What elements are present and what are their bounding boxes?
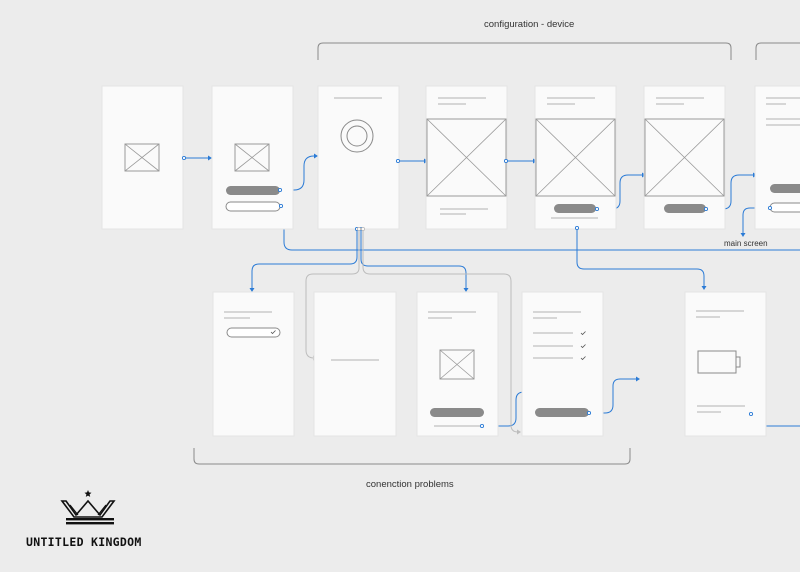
bracket-configuration bbox=[317, 42, 732, 60]
main-screen-label: main screen bbox=[724, 239, 768, 248]
screen-select-device bbox=[212, 291, 295, 437]
configuration-device-label: configuration - device bbox=[484, 19, 575, 30]
connection-problems-label: conenction problems bbox=[366, 479, 454, 490]
screen-splash bbox=[101, 85, 184, 230]
checkmark-icon bbox=[580, 331, 586, 336]
connector-s2-s3 bbox=[280, 155, 316, 191]
secondary-button bbox=[225, 201, 281, 212]
bracket-connection-problems bbox=[193, 448, 631, 465]
connector-s5-battery bbox=[576, 228, 705, 287]
connector-s6-s7 bbox=[706, 174, 754, 210]
crown-icon bbox=[60, 490, 116, 525]
alt-connectors bbox=[305, 230, 519, 433]
image-placeholder-icon bbox=[644, 118, 725, 197]
alt-connector-dots bbox=[356, 226, 366, 232]
connector-s3-checklist bbox=[362, 230, 519, 433]
image-placeholder-icon bbox=[426, 118, 507, 197]
image-placeholder-icon bbox=[439, 349, 475, 380]
primary-button bbox=[664, 204, 706, 213]
device-ring-icon bbox=[340, 119, 374, 153]
connector-s3-blank bbox=[305, 230, 360, 359]
checkmark-icon bbox=[270, 330, 276, 335]
bracket-next-section bbox=[755, 42, 800, 60]
connector-s3-image bbox=[360, 230, 467, 289]
screen-blank-message bbox=[313, 291, 397, 437]
image-placeholder-icon bbox=[234, 143, 270, 172]
connector-checklist-next bbox=[589, 378, 637, 414]
connector-s3-left bbox=[251, 230, 358, 289]
screen-config-step-3 bbox=[643, 85, 726, 230]
connector-s7-main-screen bbox=[742, 207, 770, 234]
image-placeholder-icon bbox=[535, 118, 616, 197]
connector-dots bbox=[181, 155, 773, 429]
screen-config-step-1 bbox=[425, 85, 508, 230]
screen-search-device bbox=[317, 85, 400, 230]
untitled-kingdom-logo: UNTITLED KINGDOM bbox=[26, 488, 156, 549]
brand-name: UNTITLED KINGDOM bbox=[26, 535, 142, 549]
image-placeholder-icon bbox=[124, 143, 160, 172]
checkmark-icon bbox=[580, 344, 586, 349]
secondary-button bbox=[769, 202, 800, 213]
screen-config-step-2 bbox=[534, 85, 617, 230]
dropdown-field bbox=[226, 327, 281, 338]
primary-button bbox=[430, 408, 484, 417]
primary-button bbox=[226, 186, 280, 195]
screen-config-step-4 bbox=[754, 85, 800, 230]
screen-low-battery bbox=[684, 291, 767, 437]
primary-button bbox=[554, 204, 596, 213]
screen-checklist bbox=[521, 291, 604, 437]
screen-connection-error bbox=[416, 291, 499, 437]
checkmark-icon bbox=[580, 356, 586, 361]
primary-button bbox=[535, 408, 589, 417]
primary-button bbox=[770, 184, 800, 193]
